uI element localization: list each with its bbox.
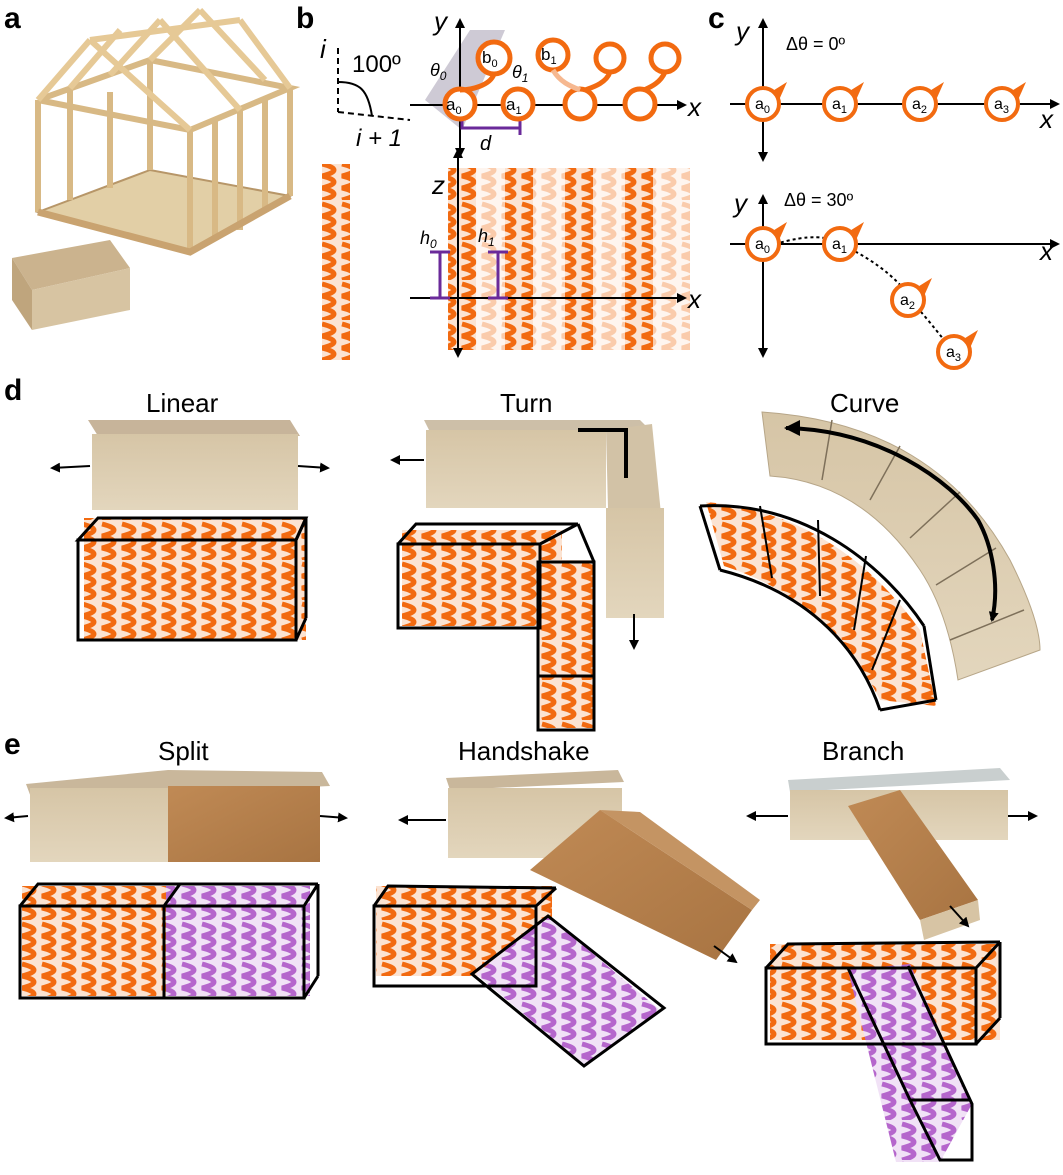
wood-block-a [12, 240, 130, 330]
node-b0: b0 [482, 48, 498, 70]
node-a0-b: a0 [446, 95, 462, 117]
c-top-node-0: a0 [745, 82, 787, 122]
turn-helix-bundle [396, 522, 596, 732]
axis-y-label-c-bottom: y [732, 188, 749, 218]
c-bottom-node-2: a2 [890, 278, 932, 318]
c-bottom-node-0: a0 [745, 222, 787, 262]
split-block [4, 770, 348, 862]
c-top-node-1: a1 [822, 82, 864, 122]
delta-theta-30-label: Δθ = 30º [784, 190, 854, 210]
panel-c-bottom: y x Δθ = 30º [730, 188, 1060, 358]
c-bottom-node-label-1: a1 [832, 236, 847, 256]
axis-y-label-c-top: y [734, 16, 751, 46]
top-view-labels: a0 a1 b0 b1 θ0 θ1 [430, 45, 557, 117]
panel-letter-a: a [4, 2, 21, 35]
axis-x2-label-b: x [686, 284, 702, 314]
title-turn: Turn [500, 388, 553, 418]
label-theta0: θ0 [430, 60, 447, 83]
c-top-node-circle-2 [902, 86, 938, 122]
label-theta1: θ1 [512, 62, 528, 85]
title-linear: Linear [146, 388, 219, 418]
c-bottom-node-circle-1 [822, 226, 858, 262]
label-h1: h1 [478, 226, 495, 249]
handshake-blocks [398, 770, 760, 964]
c-bottom-node-3: a3 [936, 330, 978, 370]
axis-x-label-c-bottom: x [1038, 236, 1054, 266]
helix-top-view [442, 37, 682, 122]
panel-letter-e: e [4, 728, 21, 761]
panel-letter-c: c [708, 2, 725, 35]
panel-c-top: y x Δθ = 0º [730, 16, 1060, 162]
c-bottom-node-label-3: a3 [946, 344, 961, 364]
c-top-node-2: a2 [902, 82, 944, 122]
label-i: i [320, 34, 327, 64]
axis-x-label-c-top: x [1038, 104, 1054, 134]
c-top-node-label-1: a1 [832, 96, 847, 116]
panel-letter-b: b [296, 2, 314, 35]
angle-sketch: i 100º i + 1 [320, 34, 411, 152]
node-a1-b: a1 [506, 95, 522, 117]
label-i-plus-1: i + 1 [356, 125, 402, 152]
c-top-node-circle-0 [745, 86, 781, 122]
branch-helix-bundle [764, 940, 1002, 1162]
c-bottom-node-1: a1 [822, 222, 864, 262]
single-helix [322, 164, 350, 360]
handshake-helix-bundle [372, 884, 667, 1068]
node-b1: b1 [541, 45, 557, 67]
curve-block [761, 411, 1041, 681]
c-bottom-node-circle-3 [936, 334, 972, 370]
turn-block [390, 420, 664, 650]
c-top-node-3: a3 [984, 82, 1026, 122]
panel-letter-d: d [4, 374, 22, 407]
c-bottom-node-circle-0 [745, 226, 781, 262]
c-top-node-circle-1 [822, 86, 858, 122]
title-curve: Curve [830, 388, 899, 418]
axis-y-label-b: y [432, 6, 449, 36]
title-split: Split [158, 736, 209, 766]
c-top-node-label-2: a2 [912, 96, 927, 116]
title-handshake: Handshake [458, 736, 590, 766]
house-frame-illustration [34, 7, 301, 256]
linear-block [50, 420, 330, 510]
c-bottom-node-circle-2 [890, 282, 926, 318]
c-top-node-label-0: a0 [755, 96, 770, 116]
branch-blocks [746, 768, 1038, 940]
curve-helix-bundle [698, 502, 938, 712]
label-d: d [480, 133, 492, 155]
angle-label: 100º [352, 51, 401, 78]
delta-theta-0-label: Δθ = 0º [786, 34, 846, 54]
title-branch: Branch [822, 736, 904, 766]
axis-z-label-b: z [431, 170, 445, 200]
panel-c-bottom-nodes: a0 a1 a2 a3 [745, 222, 978, 370]
linear-helix-bundle [74, 516, 309, 642]
panel-c-top-nodes: a0 a1 a2 a3 [745, 82, 1026, 122]
c-bottom-node-label-2: a2 [900, 292, 915, 312]
c-top-node-circle-3 [984, 86, 1020, 122]
label-h0: h0 [420, 228, 437, 251]
split-helix-bundle [18, 882, 320, 1000]
c-bottom-node-label-0: a0 [755, 236, 770, 256]
c-top-node-label-3: a3 [994, 96, 1009, 116]
helix-side-view: z x h0 h1 [410, 148, 702, 358]
axis-x-label-b: x [686, 92, 702, 122]
